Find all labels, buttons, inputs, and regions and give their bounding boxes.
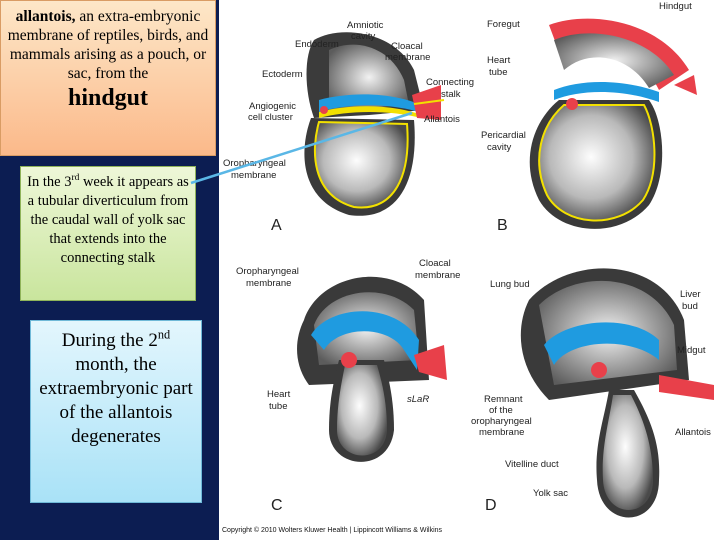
label-vitelline-duct: Vitelline duct (505, 459, 559, 470)
label-membrane-d: membrane (479, 427, 524, 438)
definition-emphasis: hindgut (67, 85, 149, 111)
label-remnant: Remnant (484, 394, 523, 405)
panel-c-labels: Cloacal membrane Oropharyngeal membrane … (236, 258, 460, 514)
label-heart-c: Heart (267, 389, 291, 400)
label-membrane-c: membrane (246, 278, 291, 289)
panel-d-letter: D (485, 497, 497, 514)
label-cloacal-membrane: membrane (385, 52, 430, 63)
label-stalk: stalk (441, 89, 461, 100)
label-heart: Heart (487, 55, 511, 66)
label-endoderm: Endoderm (295, 39, 339, 50)
month-note-text-1: During the 2 (61, 330, 158, 351)
week-note-text-2: week it appears as a tubular diverticulu… (27, 174, 189, 266)
panel-c-drawing (297, 276, 447, 462)
allantois-definition: allantois, an extra-embryonic membrane o… (0, 0, 216, 156)
label-allantois-d: Allantois (675, 427, 711, 438)
label-heart-tube-c: tube (269, 401, 288, 412)
label-pericardial-cavity: cavity (487, 142, 512, 153)
panel-b-letter: B (497, 217, 508, 234)
week-note-text-1: In the 3 (27, 174, 72, 190)
label-foregut: Foregut (487, 19, 520, 30)
label-cavity: cavity (351, 31, 376, 42)
label-cloacal: Cloacal (391, 41, 423, 52)
definition-text: an extra-embryonic membrane of reptiles,… (7, 8, 209, 82)
definition-term: allantois, (15, 8, 76, 25)
panel-d-labels: Lung bud Liver bud Midgut Remnant of the… (471, 279, 711, 514)
artist-signature: sLaR (407, 394, 429, 405)
label-liver: Liver (680, 289, 701, 300)
panel-b-labels: Foregut Hindgut Heart tube Pericardial c… (481, 1, 692, 234)
label-ectoderm: Ectoderm (262, 69, 303, 80)
third-week-note: In the 3rd week it appears as a tubular … (20, 166, 196, 301)
label-cloacal-c: Cloacal (419, 258, 451, 269)
label-pericardial: Pericardial (481, 130, 526, 141)
panel-d-drawing (520, 268, 714, 518)
label-cloacal-membrane-c: membrane (415, 270, 460, 281)
label-of-the: of the (489, 405, 513, 416)
label-connecting: Connecting (426, 77, 474, 88)
copyright-notice: Copyright © 2010 Wolters Kluwer Health |… (222, 526, 443, 534)
month-note-superscript: nd (157, 327, 171, 342)
label-membrane-a: membrane (231, 170, 276, 181)
label-hindgut: Hindgut (659, 1, 692, 12)
label-midgut: Midgut (677, 345, 706, 356)
label-lung-bud: Lung bud (490, 279, 530, 290)
week-note-superscript: rd (71, 173, 80, 184)
label-angiogenic: Angiogenic (249, 101, 296, 112)
label-oropharyngeal-a: Oropharyngeal (223, 158, 286, 169)
label-oropharyngeal-c: Oropharyngeal (236, 266, 299, 277)
panel-a-letter: A (271, 217, 282, 234)
panel-b-drawing (529, 18, 697, 229)
label-liver-bud: bud (682, 301, 698, 312)
label-allantois-a: Allantois (424, 114, 460, 125)
month-note-text-2: month, the extraembryonic part of the al… (39, 354, 193, 447)
label-heart-tube: tube (489, 67, 508, 78)
label-yolk-sac: Yolk sac (533, 488, 568, 499)
panel-c-letter: C (271, 497, 283, 514)
label-amniotic: Amniotic (347, 20, 384, 31)
label-oropharyngeal-d: oropharyngeal (471, 416, 532, 427)
label-cell-cluster: cell cluster (248, 112, 293, 123)
second-month-note: During the 2nd month, the extraembryonic… (30, 320, 202, 503)
embryo-diagram: Amniotic cavity Endoderm Cloacal membran… (219, 0, 720, 540)
